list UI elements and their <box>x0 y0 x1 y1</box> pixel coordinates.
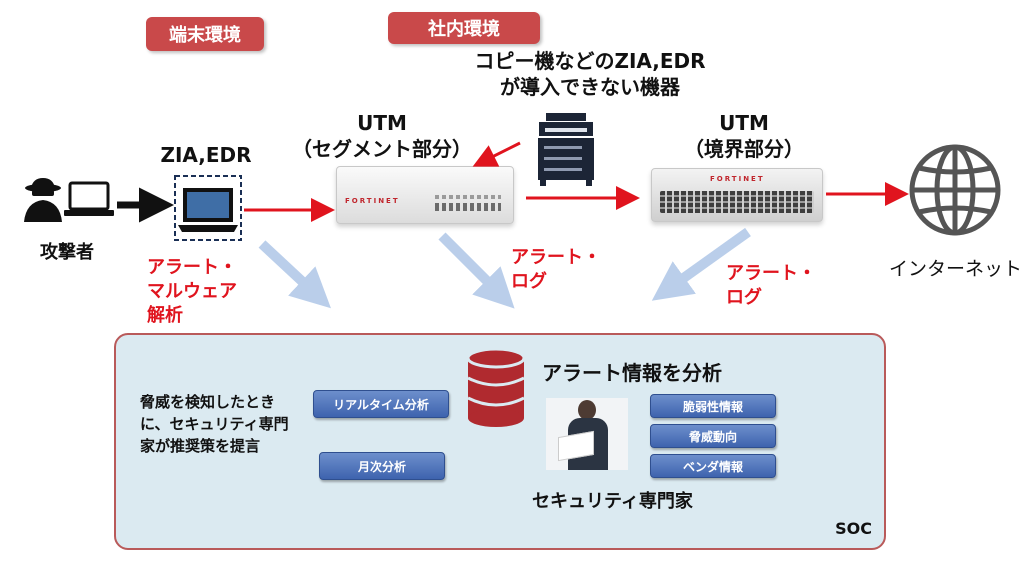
utm-segment-device: FORTINET <box>336 166 514 224</box>
port-strip <box>435 203 501 211</box>
utm-border-label: UTM （境界部分） <box>684 111 804 161</box>
utm-segment-label: UTM （セグメント部分） <box>292 111 472 161</box>
copier-icon <box>538 113 594 186</box>
vulnerability-info-button[interactable]: 脆弱性情報 <box>650 394 776 418</box>
vendor-info-button[interactable]: ベンダ情報 <box>650 454 776 478</box>
soc-label: SOC <box>835 519 872 538</box>
expert-head <box>578 400 596 420</box>
alert-log-segment-label: アラート・ ログ <box>511 247 601 292</box>
endpoint-frame <box>174 175 242 241</box>
expert-photo <box>546 398 628 470</box>
internet-label: インターネット <box>889 258 1023 280</box>
globe-icon <box>909 144 1001 236</box>
monthly-analysis-button[interactable]: 月次分析 <box>319 452 445 480</box>
port-strip-upper <box>435 195 501 199</box>
flow-arrow-copier-utm <box>472 141 521 167</box>
expert-label: セキュリティ専門家 <box>532 491 693 512</box>
attacker-icon <box>24 178 62 222</box>
analysis-title: アラート情報を分析 <box>542 361 722 385</box>
endpoint-laptop-icon <box>178 188 238 232</box>
feed-arrow-endpoint <box>258 240 331 309</box>
feed-arrow-utm-segment <box>438 232 515 309</box>
brand-logo: FORTINET <box>710 175 765 183</box>
feed-arrow-utm-border <box>651 227 751 301</box>
zia-edr-label: ZIA,EDR <box>160 143 252 167</box>
realtime-analysis-button[interactable]: リアルタイム分析 <box>313 390 449 418</box>
brand-logo: FORTINET <box>345 197 400 205</box>
endpoint-env-tag: 端末環境 <box>146 17 264 51</box>
port-grid <box>660 191 814 213</box>
alert-malware-label: アラート・ マルウェア 解析 <box>147 257 237 326</box>
attacker-laptop-icon <box>64 181 114 216</box>
attacker-label: 攻撃者 <box>40 242 94 263</box>
alert-log-border-label: アラート・ ログ <box>726 263 816 308</box>
soc-feed-arrows <box>258 227 751 309</box>
internal-env-tag: 社内環境 <box>388 12 540 44</box>
threat-trend-button[interactable]: 脅威動向 <box>650 424 776 448</box>
soc-description: 脅威を検知したとき に、セキュリティ専門 家が推奨策を提言 <box>140 393 289 455</box>
copier-label: コピー機などのZIA,EDR が導入できない機器 <box>474 49 706 99</box>
database-icon <box>466 347 526 427</box>
utm-border-device: FORTINET <box>651 168 823 222</box>
